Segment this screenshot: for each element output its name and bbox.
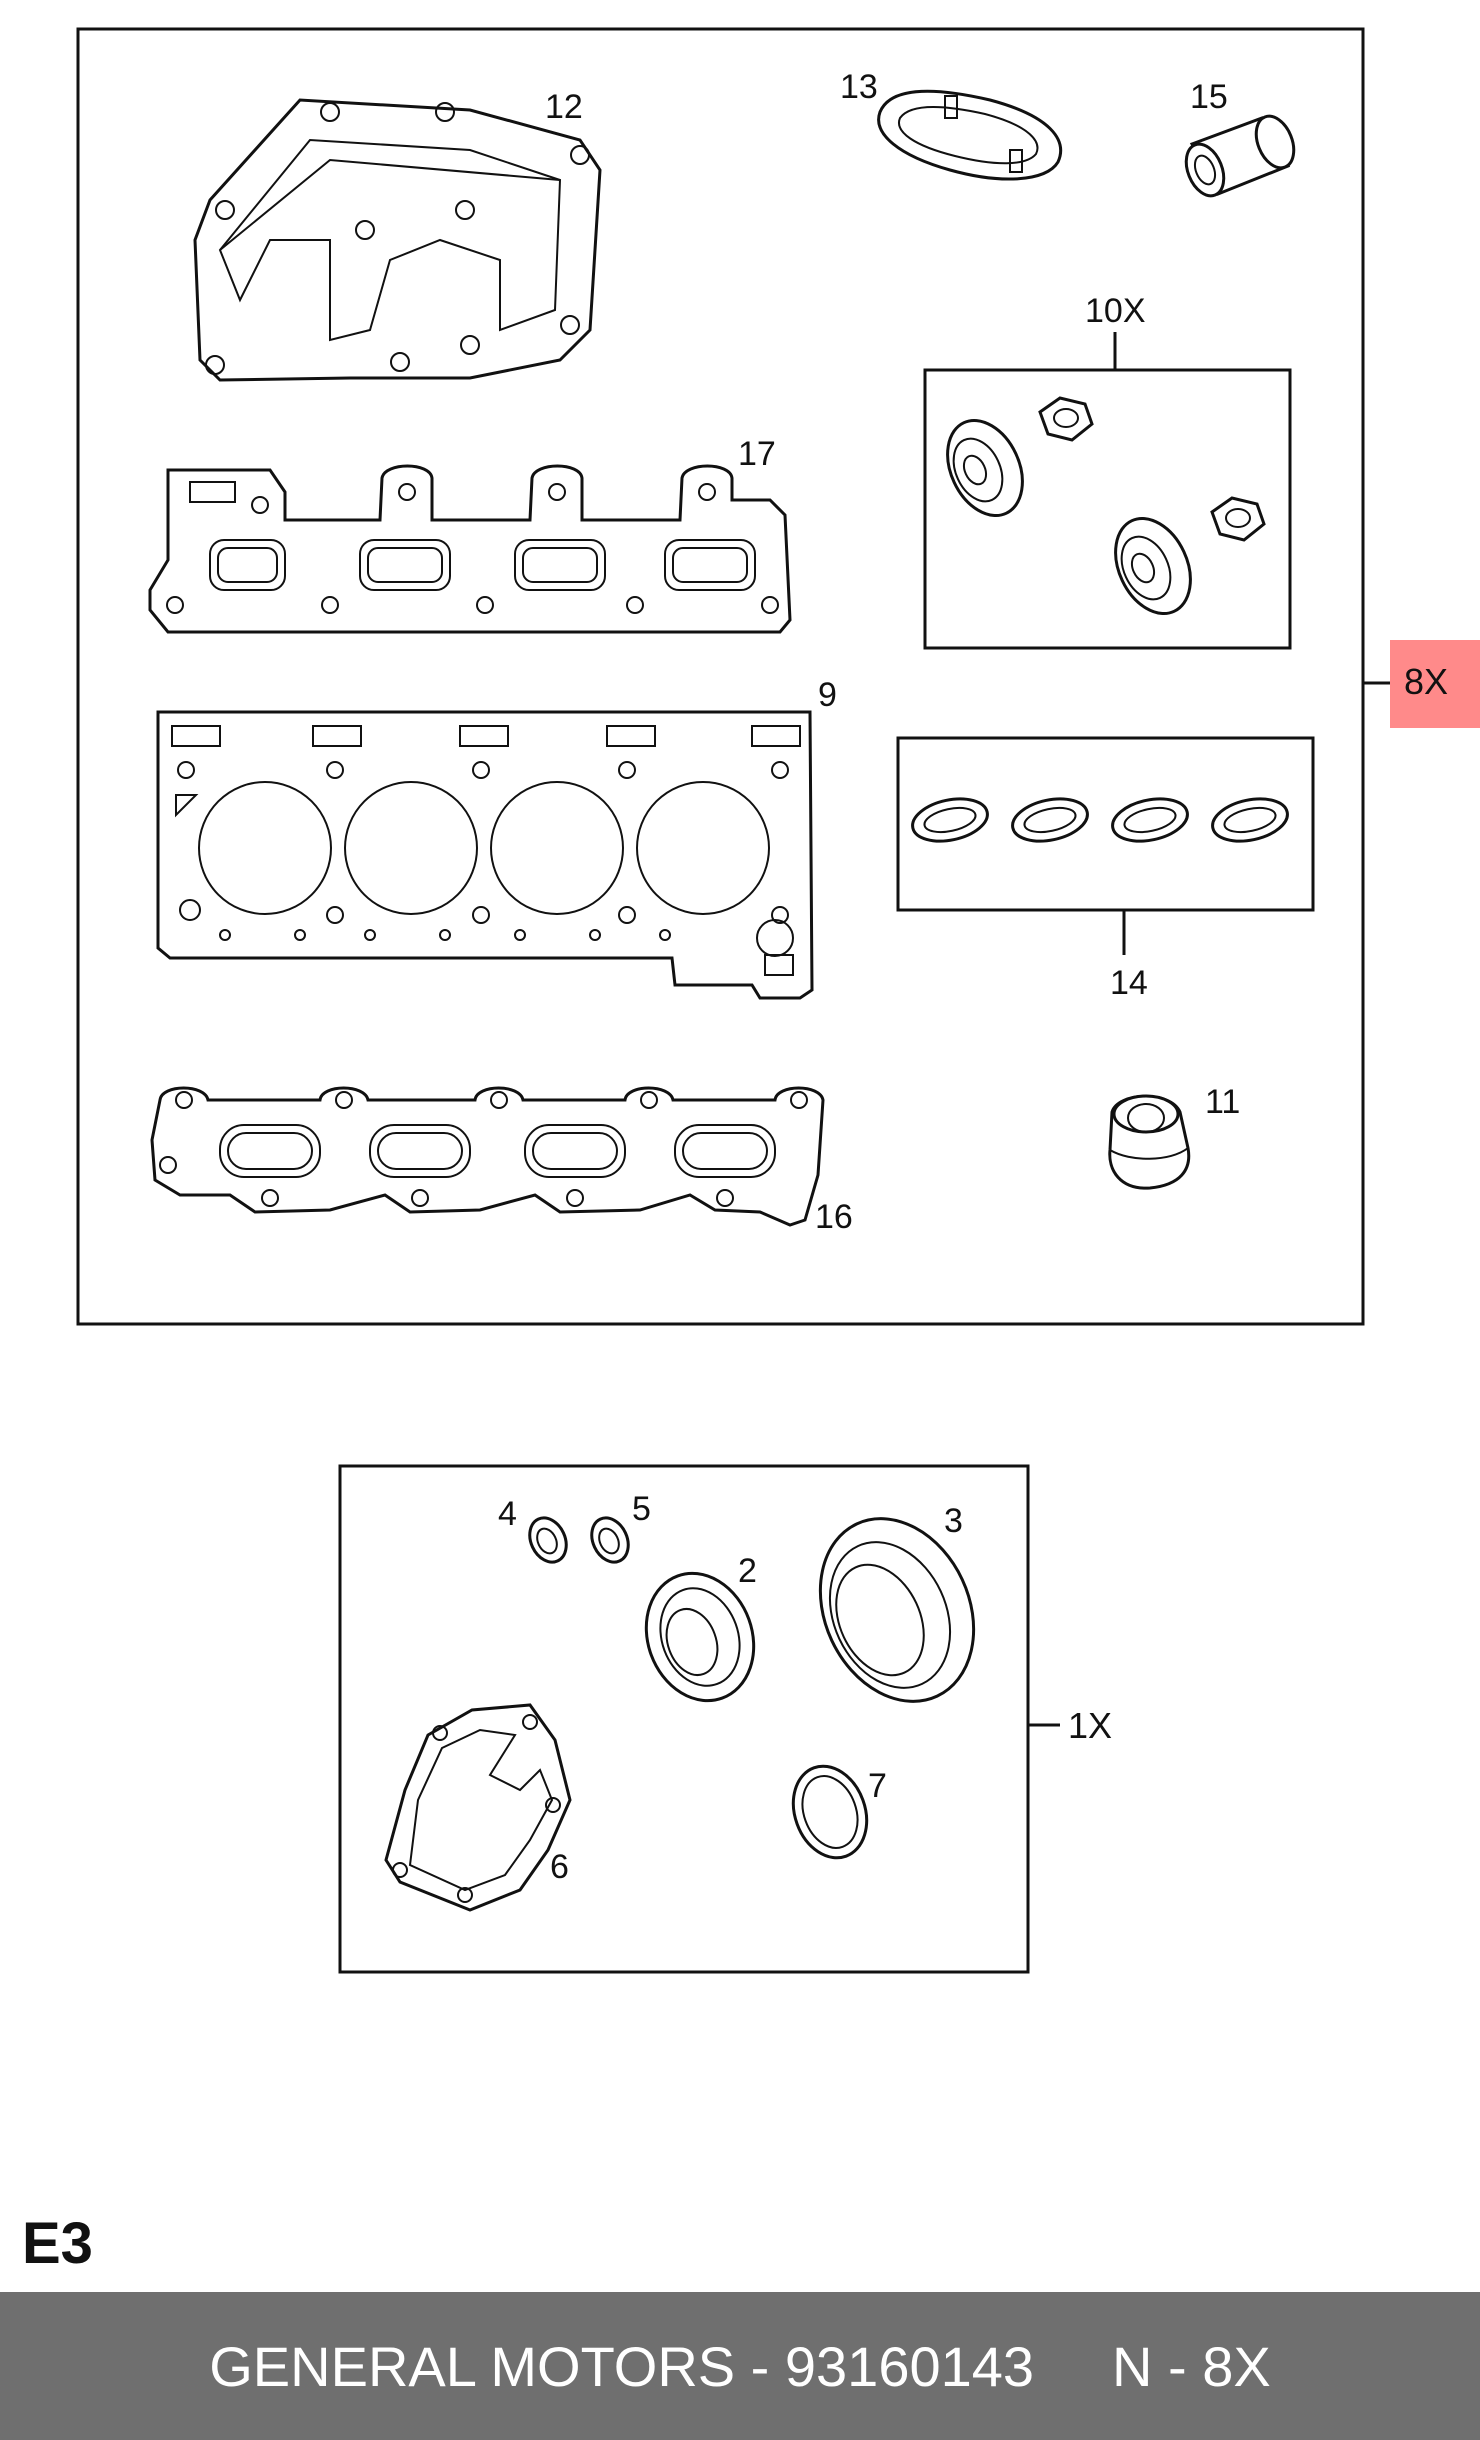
callout-11: 11 <box>1205 1083 1240 1121</box>
part-3-seal <box>818 1517 976 1703</box>
part-13-seal <box>877 89 1063 181</box>
callout-13: 13 <box>840 68 878 106</box>
callout-12: 12 <box>545 88 583 126</box>
part-10-nut-b <box>1210 496 1266 542</box>
part-2-seal <box>644 1571 756 1703</box>
callout-5: 5 <box>632 1490 651 1528</box>
callout-4: 4 <box>498 1495 517 1533</box>
callout-3: 3 <box>944 1502 963 1540</box>
callout-2: 2 <box>738 1552 757 1590</box>
callout-9: 9 <box>818 676 837 714</box>
part-11-bushing <box>1108 1094 1191 1190</box>
callout-17: 17 <box>738 435 776 473</box>
part-15-sleeve <box>1184 114 1296 198</box>
part-10-nut-a <box>1038 396 1094 442</box>
footer-brand-part: GENERAL MOTORS - 93160143 <box>209 2334 1035 2398</box>
part-14-box <box>896 736 1315 912</box>
callout-6: 6 <box>550 1848 569 1886</box>
part-7-ring <box>791 1764 869 1860</box>
section-code: E3 <box>22 2211 93 2276</box>
lower-kit-quantity: 1X <box>1068 1705 1112 1746</box>
part-5-o-ring <box>590 1516 630 1564</box>
callout-14: 14 <box>1110 964 1148 1002</box>
upper-kit-frame <box>76 27 1365 1326</box>
footer-quantity: N - 8X <box>1112 2334 1271 2398</box>
lower-kit-frame <box>338 1464 1030 1974</box>
callout-16: 16 <box>815 1198 853 1236</box>
part-10-box <box>923 368 1292 650</box>
part-10-seal-a <box>946 418 1024 518</box>
kit-qty-highlight <box>1390 640 1480 728</box>
part-6-gasket <box>384 1703 572 1912</box>
footer-bar: GENERAL MOTORS - 93160143 N - 8X <box>0 2292 1480 2440</box>
part-17-gasket <box>148 464 792 634</box>
part-4-o-ring <box>528 1516 568 1564</box>
part-12-gasket <box>193 98 602 382</box>
part-14-rings <box>911 797 1289 843</box>
upper-kit-quantity: 8X <box>1404 661 1448 702</box>
part-16-gasket <box>150 1086 825 1227</box>
part-10-seal-b <box>1114 516 1192 616</box>
callout-7: 7 <box>868 1767 887 1805</box>
part-9-head-gasket <box>156 710 814 1000</box>
callout-10x: 10X <box>1085 292 1146 330</box>
callout-15: 15 <box>1190 78 1228 116</box>
